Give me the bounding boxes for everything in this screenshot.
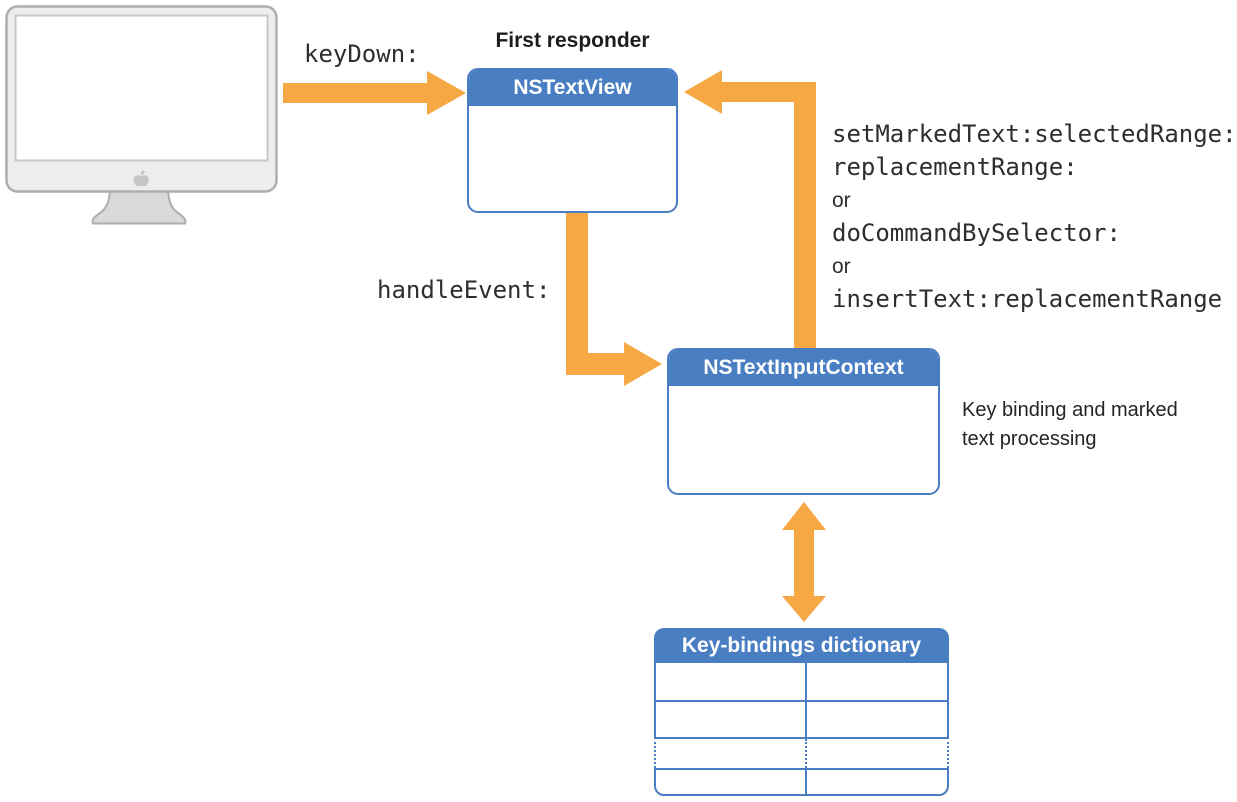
nstextinputcontext-title: NSTextInputContext <box>669 350 938 386</box>
keybindings-double-arrow <box>782 502 826 622</box>
method-line: setMarkedText:selectedRange: <box>832 120 1237 148</box>
keybindings-cell-divider <box>805 663 807 700</box>
method-line-or: or <box>832 255 851 278</box>
keybindings-row-continuation <box>654 737 949 768</box>
imac-screen <box>14 14 269 162</box>
keybindings-cell-divider <box>805 702 807 737</box>
method-line: insertText:replacementRange <box>832 285 1223 313</box>
keybindings-cell-divider <box>805 770 807 794</box>
context-note: Key binding and marked text processing <box>962 396 1178 454</box>
keybindings-table: Key-bindings dictionary <box>654 628 949 796</box>
method-line: doCommandBySelector: <box>832 219 1121 247</box>
keybindings-header: Key-bindings dictionary <box>654 628 949 663</box>
keydown-arrow <box>283 71 466 115</box>
context-note-line: Key binding and marked <box>962 399 1178 421</box>
handle-event-label: handleEvent: <box>377 276 551 304</box>
apple-logo-icon <box>133 170 149 187</box>
imac-stand <box>91 185 187 225</box>
imac-illustration <box>5 5 278 225</box>
keybindings-cell-divider <box>805 739 807 768</box>
method-line: replacementRange: <box>832 153 1078 181</box>
node-nstextinputcontext: NSTextInputContext <box>667 348 940 495</box>
first-responder-label: First responder <box>495 29 650 52</box>
method-line-or: or <box>832 189 851 212</box>
node-nstextview: NSTextView <box>467 68 678 213</box>
handle-event-arrow <box>566 212 662 386</box>
return-arrow <box>684 70 816 348</box>
keybindings-row <box>654 700 949 737</box>
keybindings-row <box>654 663 949 700</box>
nstextview-title: NSTextView <box>469 70 676 106</box>
context-note-line: text processing <box>962 428 1097 450</box>
keydown-label: keyDown: <box>304 40 420 68</box>
keybindings-row <box>654 768 949 796</box>
return-methods-label: setMarkedText:selectedRange: replacement… <box>832 118 1237 316</box>
